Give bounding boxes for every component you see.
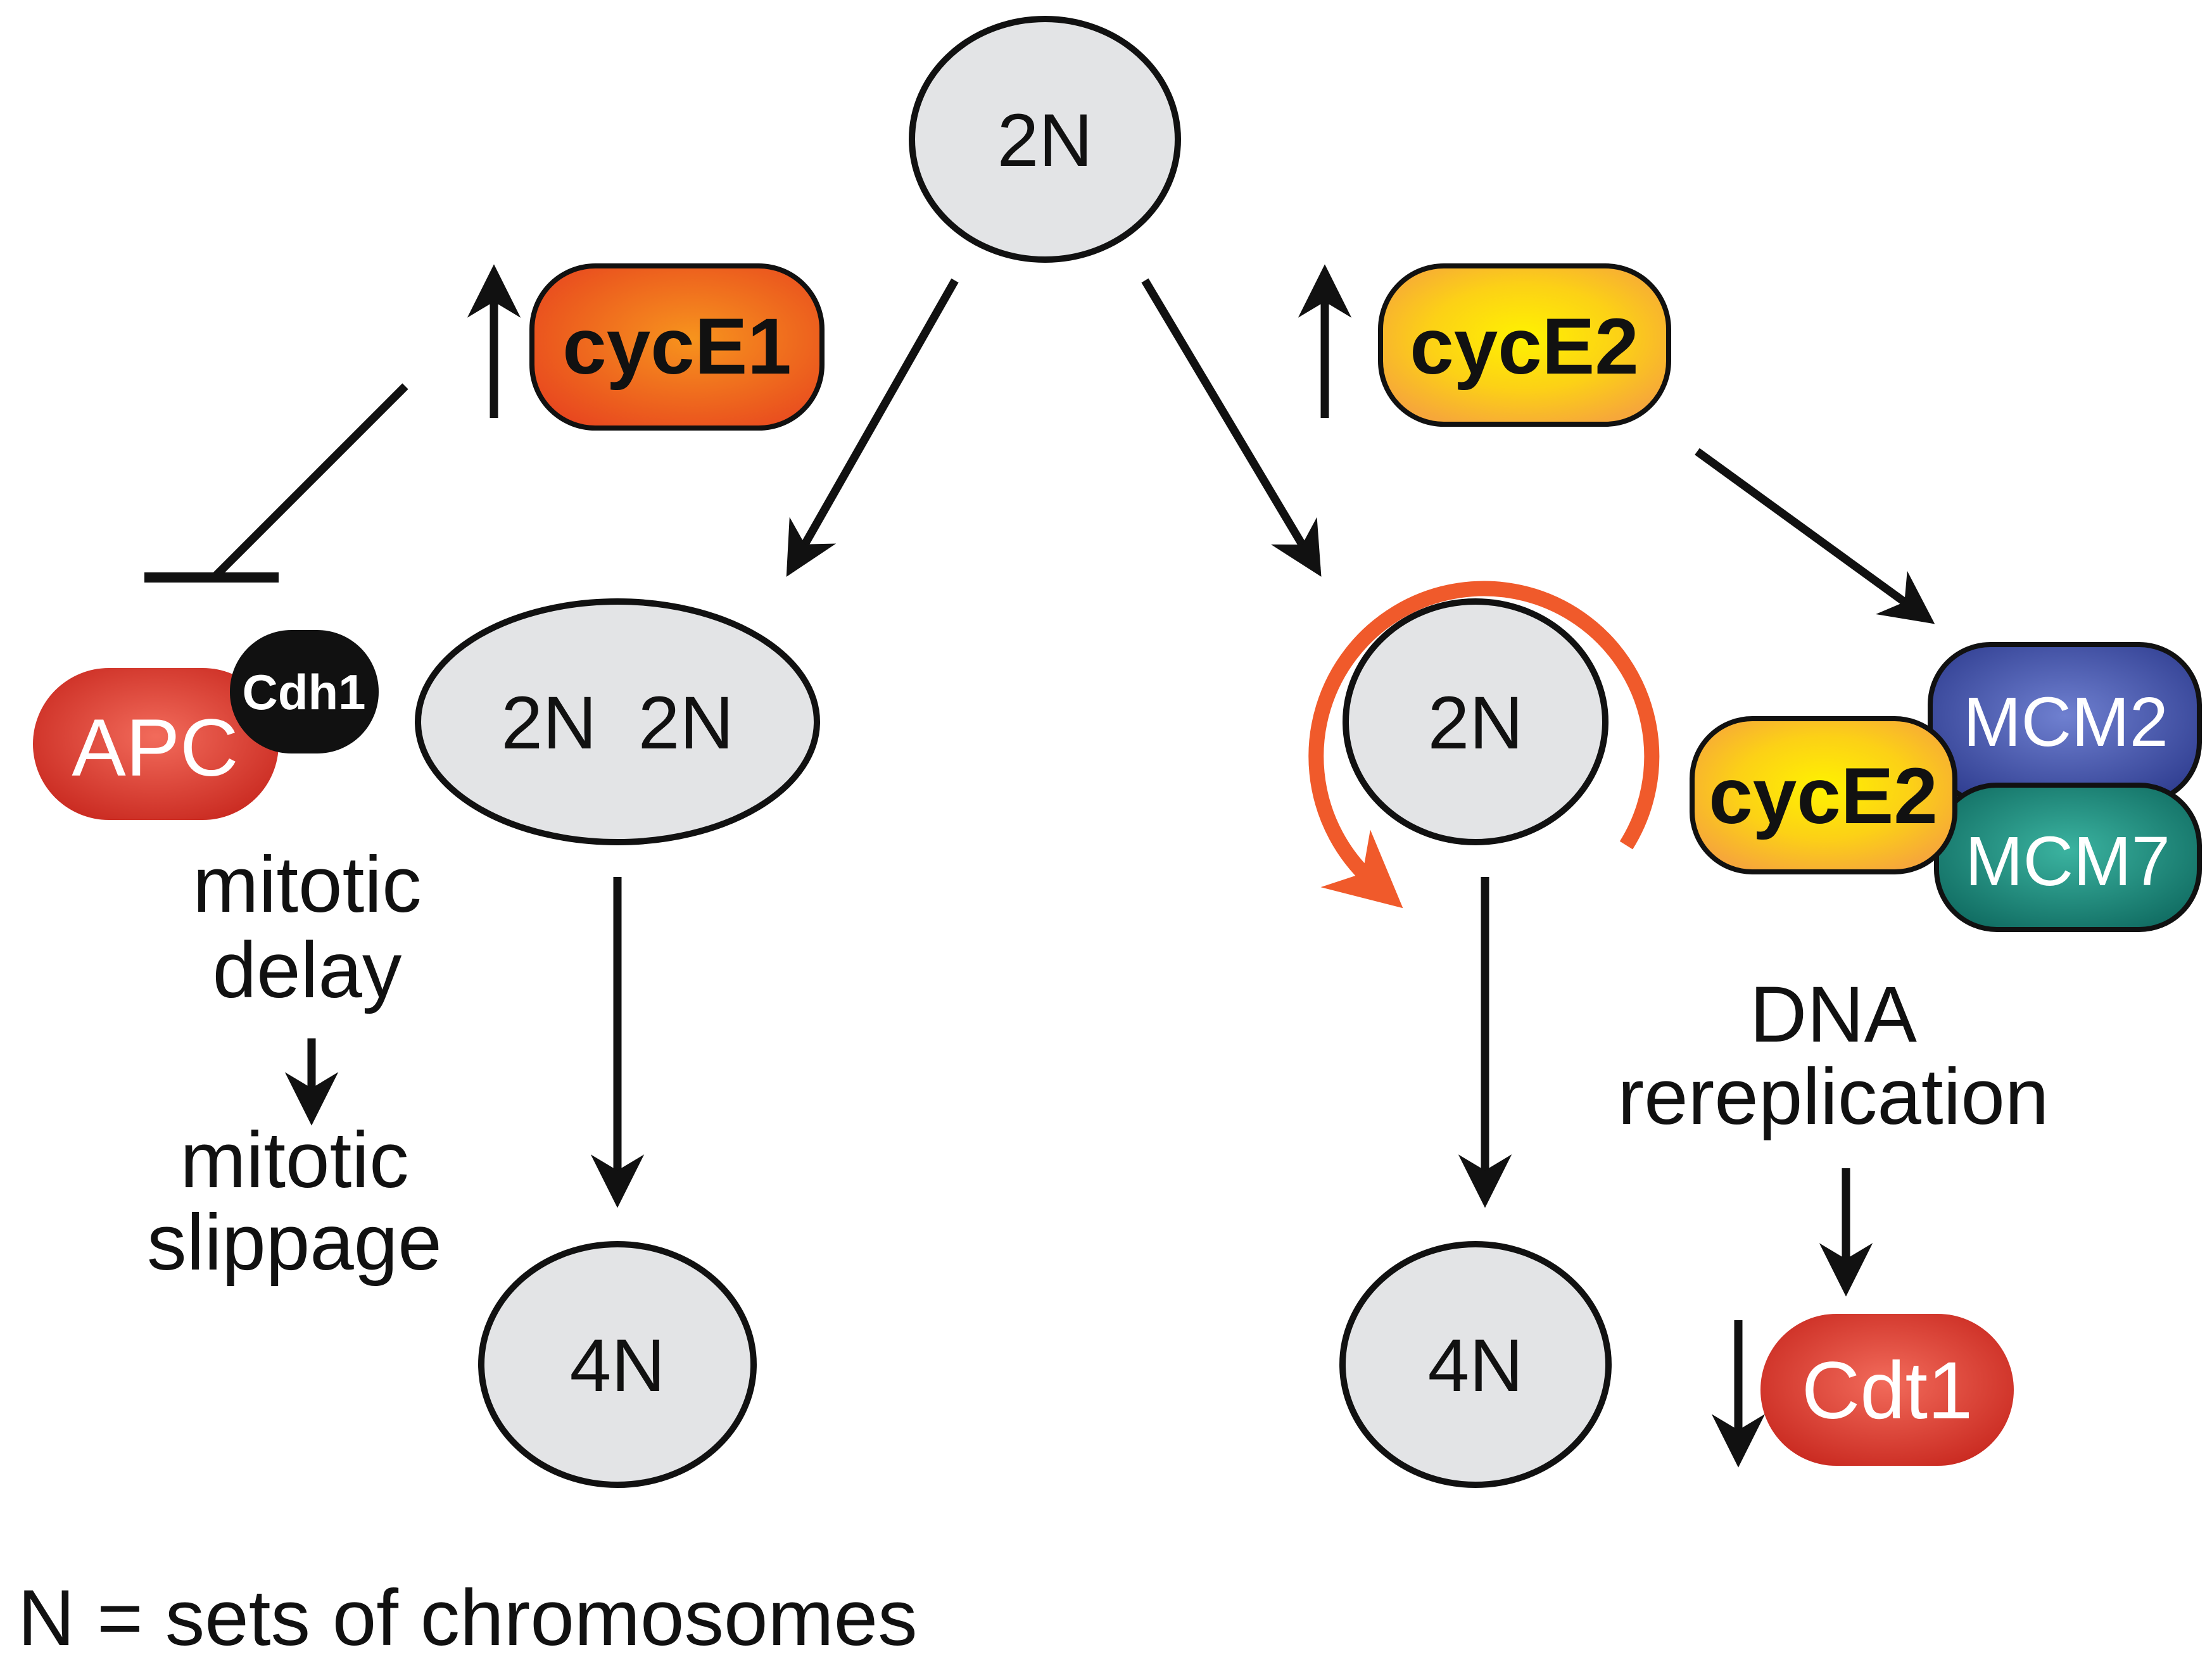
apc-label: APC xyxy=(72,703,238,793)
node-left-4n: 4N xyxy=(478,1241,757,1488)
dna-rereplication-line2: rereplication xyxy=(1618,1053,2049,1141)
node-right-2n: 2N xyxy=(1343,598,1608,845)
node-left-bottom-label: 4N xyxy=(570,1324,666,1408)
cdt1-label: Cdt1 xyxy=(1802,1346,1973,1436)
cyce2-top-pill: cycE2 xyxy=(1378,263,1671,427)
legend-text: N = sets of chromosomes xyxy=(18,1574,918,1662)
cdh1-label: Cdh1 xyxy=(243,664,366,720)
mcm2-pill: MCM2 xyxy=(1928,642,2202,805)
mcm2-label: MCM2 xyxy=(1963,683,2168,761)
cyce1-pill: cycE1 xyxy=(529,263,825,431)
node-top-2n: 2N xyxy=(909,16,1181,263)
mcm7-pill: MCM7 xyxy=(1934,783,2202,932)
cyce2-top-label: cycE2 xyxy=(1410,303,1638,391)
node-right-bottom-label: 4N xyxy=(1428,1324,1524,1408)
mitotic-slippage-line1: mitotic xyxy=(180,1116,408,1204)
cyce2-complex-label: cycE2 xyxy=(1709,752,1937,840)
arrow-top-to-left xyxy=(786,278,959,577)
mitotic-slippage-line2: slippage xyxy=(147,1199,442,1287)
node-right-4n: 4N xyxy=(1339,1241,1612,1488)
mitotic-delay-line1: mitotic xyxy=(193,841,421,929)
node-left-2n-2n: 2N 2N xyxy=(415,598,820,845)
mitotic-delay-line2: delay xyxy=(213,926,402,1014)
cyce1-label: cycE1 xyxy=(562,303,791,391)
arrow-cyce2-to-mcm xyxy=(1695,448,1935,624)
inhibition-cyce1-apc xyxy=(144,383,408,583)
node-top-label: 2N xyxy=(997,99,1093,182)
apc-blob: APC xyxy=(33,668,279,820)
cdt1-blob: Cdt1 xyxy=(1760,1314,2014,1466)
cyce2-complex-pill: cycE2 xyxy=(1690,716,1957,874)
mcm7-label: MCM7 xyxy=(1965,823,2170,900)
node-left-middle-label: 2N 2N xyxy=(501,681,733,765)
cdh1-blob: Cdh1 xyxy=(230,630,379,753)
rereplication-cycle-arrow xyxy=(1308,581,1660,909)
dna-rereplication-line1: DNA xyxy=(1750,971,1918,1059)
node-right-middle-label: 2N xyxy=(1428,681,1524,765)
arrow-top-to-right xyxy=(1141,278,1322,577)
